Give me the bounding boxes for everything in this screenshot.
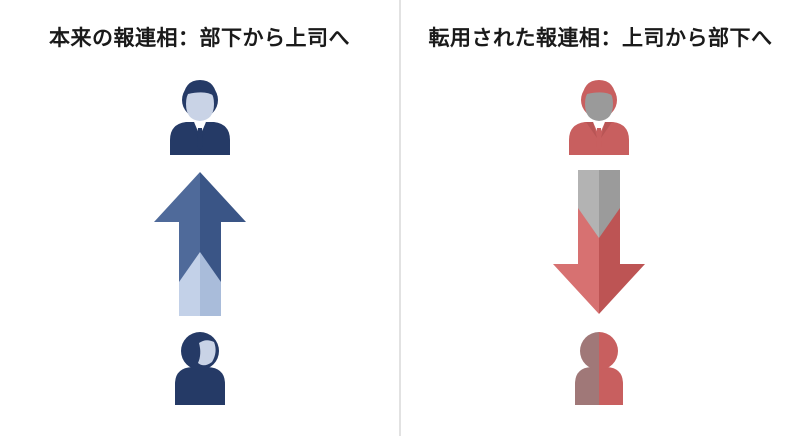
subordinate-icon bbox=[175, 332, 225, 405]
left-panel: 本来の報連相：部下から上司へ bbox=[0, 0, 399, 436]
up-arrow-icon bbox=[154, 172, 246, 316]
down-arrow-icon bbox=[553, 170, 645, 314]
boss-icon bbox=[569, 80, 629, 155]
left-diagram bbox=[154, 80, 246, 405]
panel-divider bbox=[399, 0, 401, 436]
right-panel: 転用された報連相：上司から部下へ bbox=[401, 0, 800, 436]
left-panel-title: 本来の報連相：部下から上司へ bbox=[49, 26, 350, 50]
right-panel-title: 転用された報連相：上司から部下へ bbox=[428, 26, 773, 50]
subordinate-icon bbox=[575, 332, 623, 405]
boss-icon bbox=[170, 80, 230, 155]
right-diagram bbox=[553, 80, 645, 405]
